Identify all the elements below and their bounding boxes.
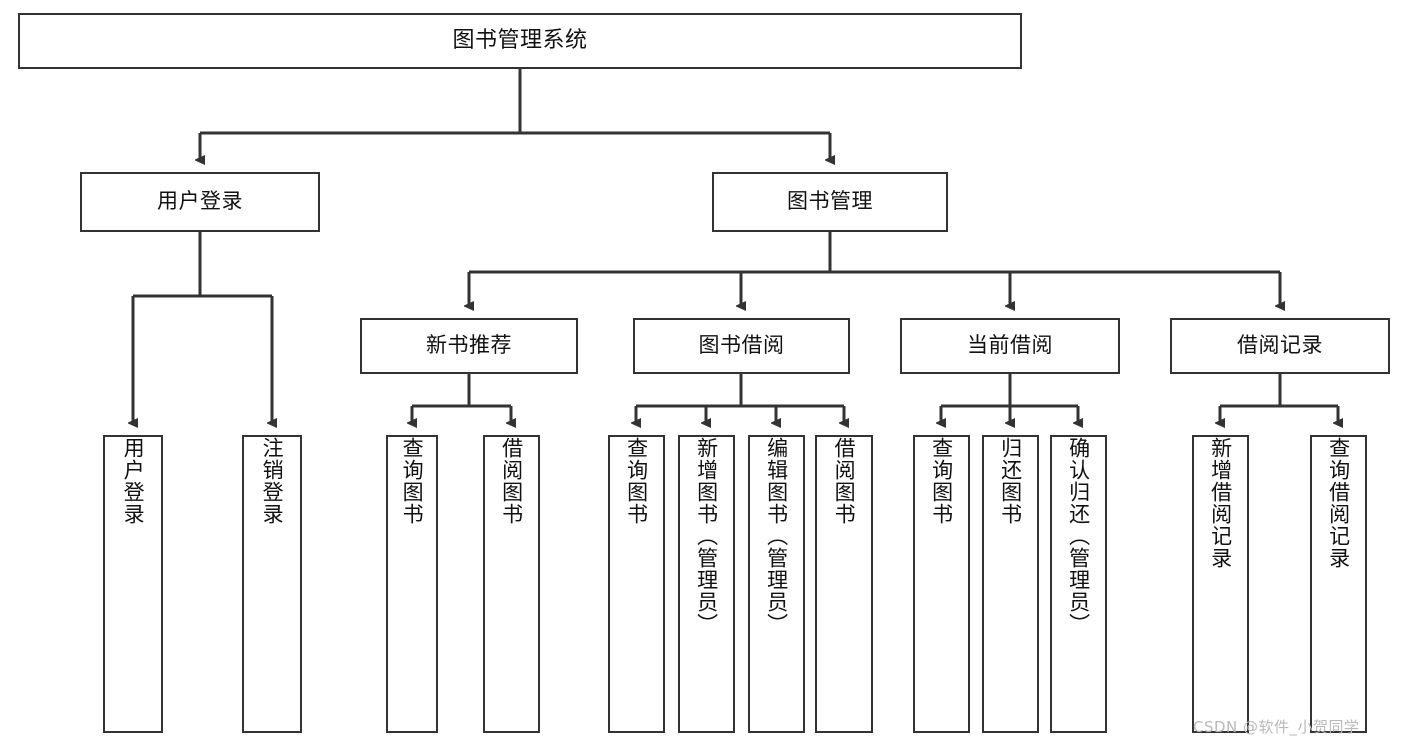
node-leaf-add-book[interactable]: 新增图书（管理员） [678,435,735,733]
node-borrow-record-label: 借阅记录 [1237,333,1323,358]
node-root[interactable]: 图书管理系统 [18,13,1022,69]
node-leaf-logout[interactable]: 注销登录 [242,435,302,733]
node-new-book-rec[interactable]: 新书推荐 [360,318,578,374]
node-book-borrow[interactable]: 图书借阅 [633,318,850,374]
node-leaf-add-record[interactable]: 新增借阅记录 [1192,435,1249,733]
node-current-borrow-label: 当前借阅 [967,333,1053,358]
node-leaf-logout-label: 注销登录 [260,437,285,525]
node-leaf-add-record-label: 新增借阅记录 [1208,437,1233,569]
node-leaf-edit-book-label: 编辑图书（管理员） [764,437,789,635]
node-user-login[interactable]: 用户登录 [80,172,320,232]
node-leaf-query-record[interactable]: 查询借阅记录 [1310,435,1367,733]
node-leaf-query-book-3[interactable]: 查询图书 [913,435,970,733]
node-book-borrow-label: 图书借阅 [698,333,785,358]
node-leaf-confirm-return-label: 确认归还（管理员） [1066,437,1091,635]
node-leaf-borrow-book-1[interactable]: 借阅图书 [483,435,540,733]
node-new-book-rec-label: 新书推荐 [426,333,512,358]
node-leaf-edit-book[interactable]: 编辑图书（管理员） [748,435,805,733]
node-leaf-return-book-label: 归还图书 [998,437,1023,525]
node-root-label: 图书管理系统 [452,27,588,53]
node-leaf-query-book-2-label: 查询图书 [624,437,649,525]
node-leaf-user-login-label: 用户登录 [121,437,146,525]
node-leaf-borrow-book-1-label: 借阅图书 [499,437,524,525]
node-leaf-confirm-return[interactable]: 确认归还（管理员） [1050,435,1107,733]
node-leaf-add-book-label: 新增图书（管理员） [694,437,719,635]
node-leaf-query-book-3-label: 查询图书 [929,437,954,525]
node-leaf-return-book[interactable]: 归还图书 [982,435,1039,733]
node-leaf-query-book-1[interactable]: 查询图书 [386,435,438,733]
node-leaf-borrow-book-2-label: 借阅图书 [832,437,857,525]
node-leaf-query-record-label: 查询借阅记录 [1326,437,1351,569]
node-leaf-borrow-book-2[interactable]: 借阅图书 [815,435,873,733]
node-leaf-query-book-1-label: 查询图书 [400,437,425,525]
node-book-manage[interactable]: 图书管理 [712,172,948,232]
node-user-login-label: 用户登录 [157,189,243,214]
node-leaf-query-book-2[interactable]: 查询图书 [608,435,665,733]
node-leaf-user-login[interactable]: 用户登录 [103,435,163,733]
node-current-borrow[interactable]: 当前借阅 [900,318,1120,374]
node-book-manage-label: 图书管理 [787,189,873,214]
node-borrow-record[interactable]: 借阅记录 [1170,318,1390,374]
csdn-watermark: CSDN @软件_小贺同学 [1193,718,1360,736]
